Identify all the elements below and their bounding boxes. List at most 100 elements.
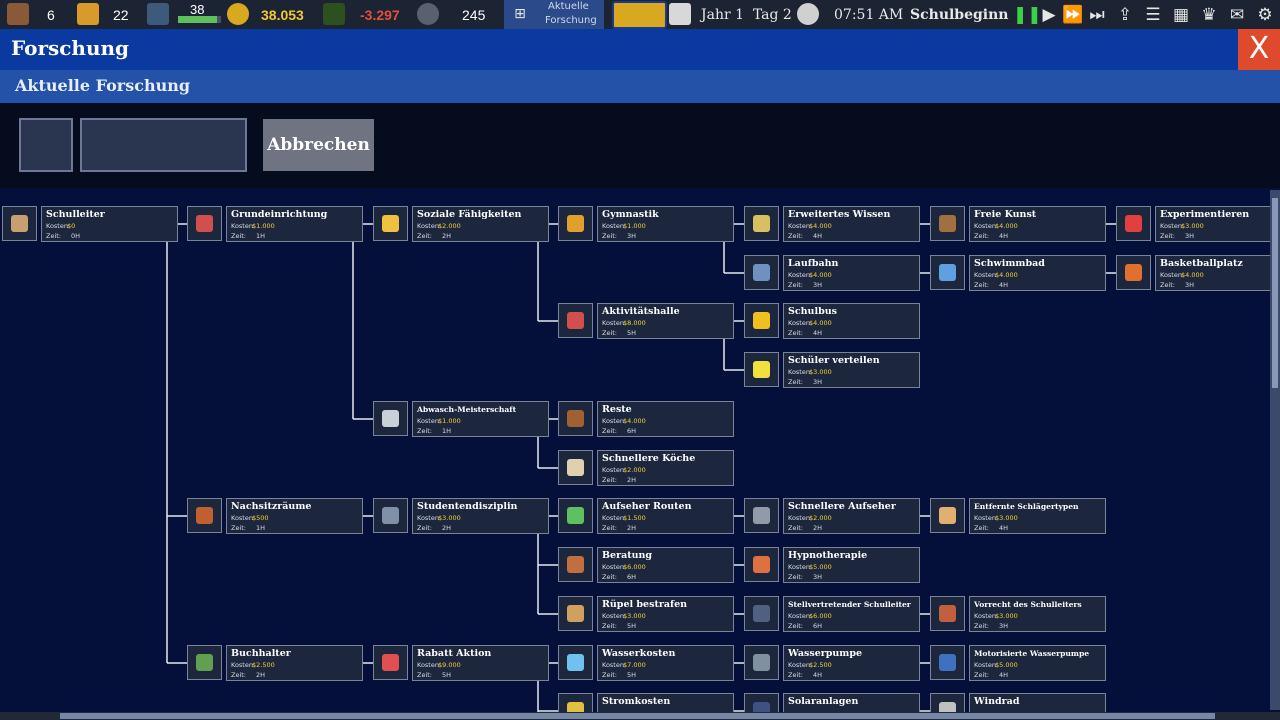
water-pump-icon[interactable] [744, 645, 779, 680]
research-node-name: Nachsitzräume [231, 501, 312, 512]
solar-icon[interactable] [744, 693, 779, 712]
basketball-icon[interactable] [1116, 255, 1151, 290]
electricity-icon[interactable] [558, 693, 593, 712]
calendar-icon-glyph [567, 312, 584, 329]
principal-icon[interactable] [2, 206, 37, 241]
time-value: 5H [627, 329, 637, 337]
close-button[interactable]: X [1238, 29, 1280, 70]
social-skills-icon[interactable] [373, 206, 408, 241]
discount-tag-icon[interactable] [373, 645, 408, 680]
route-icon[interactable] [558, 498, 593, 533]
basic-facilities-icon[interactable] [187, 206, 222, 241]
school-crest-icon[interactable] [612, 1, 667, 29]
vice-principal-icon[interactable] [744, 596, 779, 631]
current-research-button[interactable]: ⊞ Aktuelle Forschung [504, 0, 604, 29]
leftovers-icon[interactable] [558, 401, 593, 436]
counseling-icon[interactable] [558, 547, 593, 582]
school-bus-icon[interactable] [744, 303, 779, 338]
distribute-students-icon[interactable] [744, 352, 779, 387]
dishwashing-icon[interactable] [373, 401, 408, 436]
book-icon[interactable] [744, 206, 779, 241]
vertical-scrollbar-thumb[interactable] [1272, 198, 1278, 388]
upload-icon[interactable]: ⇪ [1117, 5, 1133, 25]
running-icon[interactable] [744, 255, 779, 290]
research-node-stromkosten[interactable]: Stromkosten [597, 693, 734, 712]
discipline-icon[interactable] [373, 498, 408, 533]
gymnastics-icon[interactable] [558, 206, 593, 241]
principal-privilege-icon[interactable] [930, 596, 965, 631]
swimming-icon[interactable] [930, 255, 965, 290]
cost-label: Kosten [974, 514, 996, 522]
motor-pump-icon[interactable] [930, 645, 965, 680]
fast-forward-icon[interactable]: ⏩ [1062, 5, 1084, 25]
vertical-scrollbar[interactable] [1270, 190, 1280, 710]
flask-icon[interactable] [1116, 206, 1151, 241]
time-label: Zeit: [46, 232, 61, 240]
horizontal-scrollbar-thumb[interactable] [60, 713, 1215, 719]
research-node-windrad[interactable]: Windrad [969, 693, 1106, 712]
cancel-research-button[interactable]: Abbrechen [263, 119, 374, 171]
cook-icon[interactable] [558, 450, 593, 485]
bully-removal-icon[interactable] [930, 498, 965, 533]
wind-turbine-icon[interactable] [930, 693, 965, 712]
fast-janitor-icon[interactable] [744, 498, 779, 533]
report-icon[interactable]: ☰ [1145, 5, 1161, 25]
grid-icon[interactable]: ▦ [1172, 5, 1190, 25]
horizontal-scrollbar[interactable] [0, 712, 1280, 720]
water-drop-icon[interactable] [558, 645, 593, 680]
cost-value: $500 [252, 514, 269, 522]
settings-gear-icon[interactable]: ⚙ [1257, 5, 1273, 25]
time-value: 3H [813, 281, 823, 289]
cost-value: $4.000 [809, 319, 832, 327]
painting-icon[interactable] [930, 206, 965, 241]
calendar-icon[interactable] [558, 303, 593, 338]
hypnosis-icon[interactable] [744, 547, 779, 582]
time-label: Zeit: [788, 232, 803, 240]
pause-icon[interactable]: ❚❚ [1013, 5, 1042, 25]
cost-value: $1.000 [438, 417, 461, 425]
play-icon[interactable]: ▶ [1042, 5, 1056, 25]
accountant-icon[interactable] [187, 645, 222, 680]
cost-label: Kosten [974, 222, 996, 230]
chat-icon[interactable]: ✉ [1229, 5, 1245, 25]
research-node-name: Entfernte Schlägertypen [974, 502, 1079, 511]
research-node-solaranlagen[interactable]: Solaranlagen [783, 693, 920, 712]
trophy-icon[interactable]: ♛ [1201, 5, 1217, 25]
cost-value: $1.000 [623, 222, 646, 230]
punish-icon[interactable] [558, 596, 593, 631]
detention-icon[interactable] [187, 498, 222, 533]
fastest-forward-icon[interactable]: ⏭ [1089, 5, 1105, 25]
